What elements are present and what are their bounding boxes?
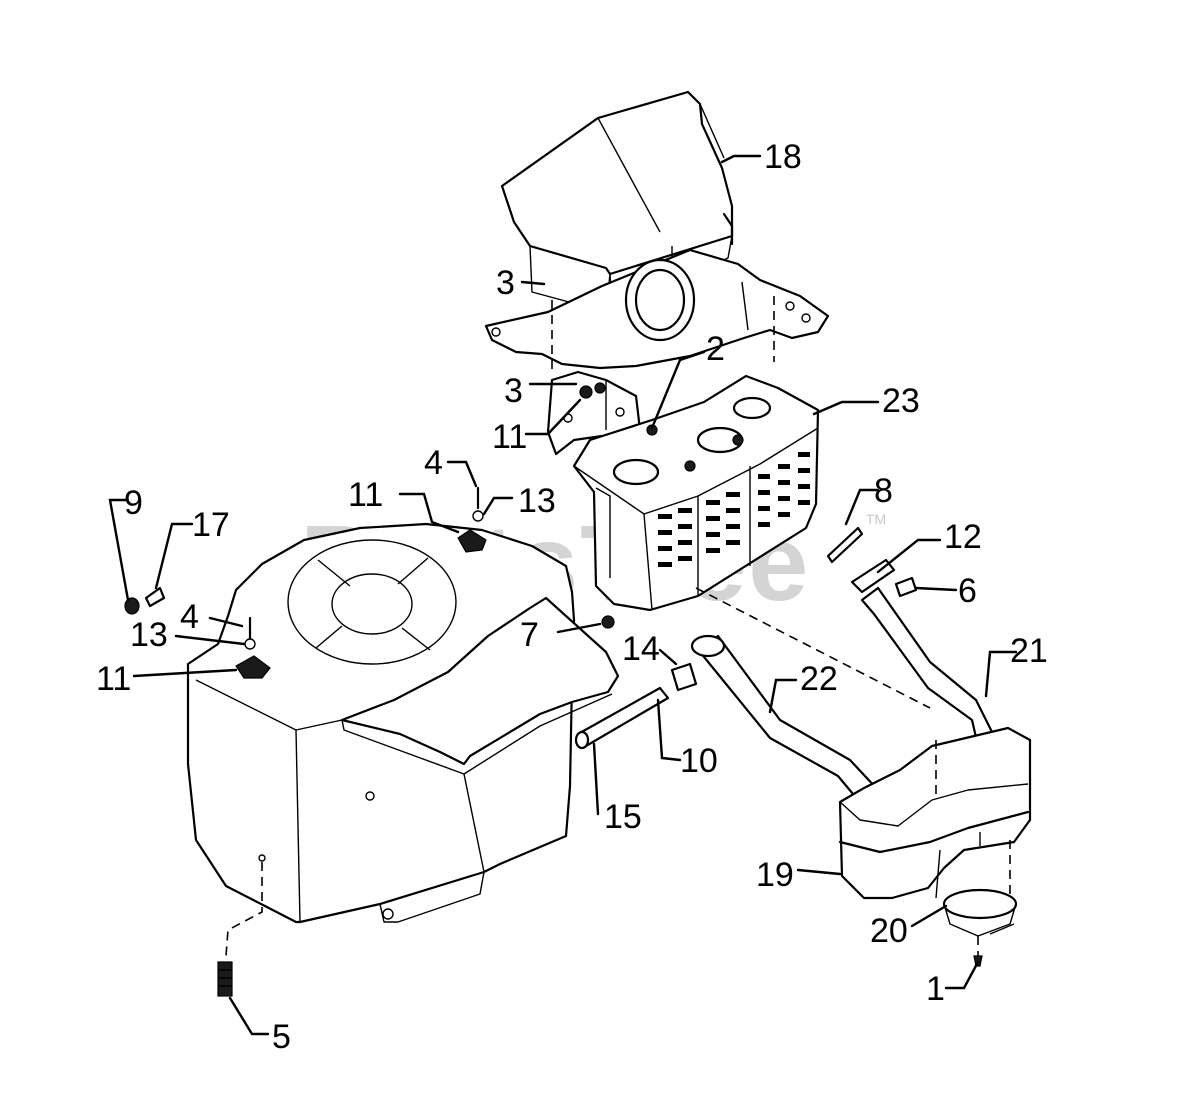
leader-6 [914, 586, 958, 592]
callout-13-side: 13 [130, 616, 168, 654]
callout-1: 1 [926, 970, 945, 1008]
leader-3-upper [520, 280, 546, 286]
leader-12 [876, 538, 942, 574]
leader-13-side [174, 634, 246, 646]
leader-11-bracket [524, 398, 582, 436]
leader-13-top [482, 496, 514, 516]
callout-3-lower: 3 [504, 372, 523, 410]
callout-23: 23 [882, 382, 920, 420]
callout-2: 2 [706, 330, 725, 368]
callout-17: 17 [192, 506, 230, 544]
callout-4-top: 4 [424, 444, 443, 482]
watermark-trademark: TM [866, 511, 886, 527]
leader-20 [984, 650, 1018, 698]
leader-18 [910, 904, 948, 928]
callouts: 18 3 2 3 23 11 4 13 11 8 9 17 12 6 4 7 1 [96, 138, 1048, 1056]
upper-mounting-bracket [484, 248, 830, 372]
callout-3-upper: 3 [496, 264, 515, 302]
leader-4-side [208, 616, 244, 628]
leader-10 [108, 498, 130, 602]
callout-6: 6 [958, 572, 977, 610]
part-19-muffler [838, 726, 1032, 900]
housing-hardware [235, 486, 615, 679]
leader-21 [768, 678, 798, 714]
callout-9: 8 [874, 472, 893, 510]
engine-blower-housing [186, 522, 620, 957]
part-5-bolt [217, 961, 233, 997]
callout-15: 15 [604, 798, 642, 836]
leader-14 [658, 648, 678, 666]
callout-22: 18 [764, 138, 802, 176]
callout-12: 12 [944, 518, 982, 556]
callout-11-bracket: 11 [492, 418, 527, 456]
part-14-coupler [670, 662, 698, 692]
part-9-12-6-hardware [826, 526, 918, 598]
perforation-slots [658, 452, 810, 567]
part-20-exhaust-pipe [860, 586, 1000, 752]
leader-2 [650, 350, 706, 430]
callout-7: 7 [520, 616, 539, 654]
part-18-outlet [942, 888, 1018, 937]
callout-13-top: 13 [518, 482, 556, 520]
callout-10: 9 [124, 484, 143, 522]
part-22-heat-shield [500, 90, 734, 313]
callout-18: 20 [870, 912, 908, 950]
callout-14: 14 [622, 630, 660, 668]
leader-17 [154, 522, 194, 590]
callout-4-side: 4 [180, 598, 199, 636]
leader-11-side [132, 668, 238, 678]
leader-19 [796, 868, 842, 876]
callout-11-side: 11 [96, 660, 131, 698]
part-10-17-fittings [124, 586, 166, 615]
leader-4-top [446, 460, 478, 488]
leader-9 [844, 488, 880, 526]
part-23-muffler-guard [572, 374, 820, 612]
part-15-tube [574, 686, 670, 750]
callout-11-top: 11 [348, 476, 383, 514]
leader-1 [944, 960, 980, 990]
leader-7 [556, 622, 602, 634]
leader-15 [592, 742, 600, 816]
leader-23 [812, 400, 880, 416]
callout-5: 5 [272, 1018, 291, 1056]
leader-5 [228, 996, 270, 1036]
leader-22 [720, 154, 762, 164]
leader-8 [656, 698, 682, 762]
callout-21: 22 [800, 660, 838, 698]
callout-19: 19 [756, 856, 794, 894]
leader-11-top [398, 492, 460, 534]
callout-20: 21 [1010, 632, 1048, 670]
callout-8: 10 [680, 742, 718, 780]
